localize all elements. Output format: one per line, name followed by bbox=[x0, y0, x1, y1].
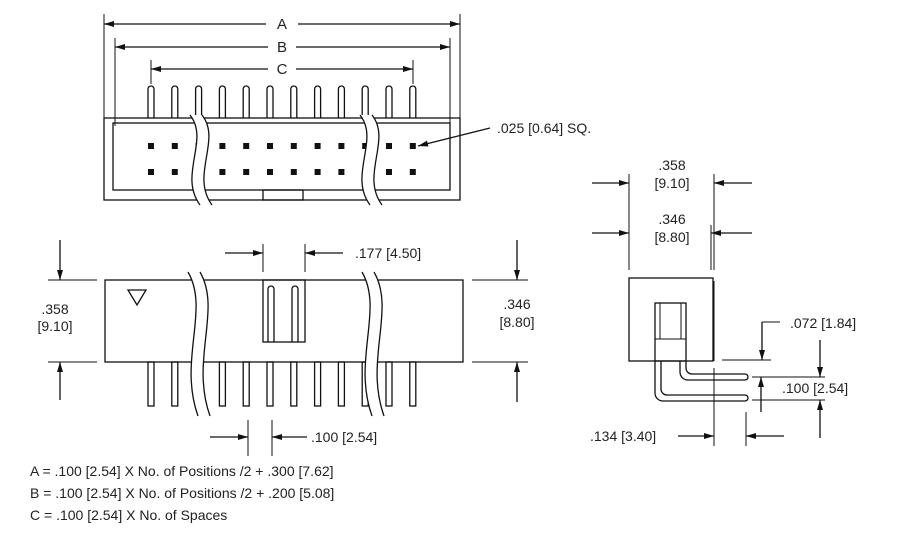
pin-offset-label: .072 [1.84] bbox=[790, 315, 856, 331]
pin bbox=[385, 85, 393, 118]
pin bbox=[194, 85, 203, 118]
pin-square bbox=[243, 169, 250, 175]
pin bbox=[147, 85, 155, 118]
pin-square bbox=[338, 169, 345, 175]
side-view: .358 [9.10] .346 [8.80] .072 [1.84] .100… bbox=[590, 157, 856, 446]
break-lines bbox=[189, 114, 383, 206]
pin-square bbox=[409, 143, 416, 149]
pin bbox=[290, 361, 298, 407]
key-window bbox=[262, 279, 306, 343]
pin-square bbox=[290, 143, 297, 149]
width-inner-in: .346 bbox=[658, 211, 685, 227]
formula-c: C = .100 [2.54] X No. of Spaces bbox=[30, 507, 228, 523]
dimension-c: C bbox=[151, 61, 413, 78]
lower-pin bbox=[654, 361, 749, 402]
pin bbox=[218, 85, 227, 118]
pin-square bbox=[243, 143, 250, 149]
dimension-b: B bbox=[115, 39, 450, 56]
pin-square bbox=[148, 143, 154, 149]
height-left-mm: [9.10] bbox=[37, 318, 72, 334]
pin bbox=[266, 361, 274, 407]
height-left-in: .358 bbox=[41, 301, 68, 317]
pin bbox=[313, 85, 322, 118]
pin bbox=[385, 361, 393, 407]
width-inner-mm: [8.80] bbox=[654, 229, 689, 245]
pin-square bbox=[148, 169, 154, 175]
pin bbox=[147, 361, 155, 407]
top-pins bbox=[147, 85, 417, 118]
pin-square bbox=[314, 169, 321, 175]
top-view: A B C .025 [0.64] SQ. bbox=[103, 14, 591, 206]
pin bbox=[337, 85, 346, 118]
pin-square bbox=[267, 143, 273, 149]
pin bbox=[290, 85, 298, 118]
key-notch bbox=[262, 189, 304, 201]
pin-square bbox=[386, 169, 392, 175]
pin bbox=[242, 85, 250, 118]
pin-square bbox=[386, 143, 392, 149]
pin-square bbox=[219, 143, 226, 149]
pin-square bbox=[219, 169, 226, 175]
front-view: .358 [9.10] .346 [8.80] .177 [4.50] .100… bbox=[37, 240, 535, 456]
formula-a: A = .100 [2.54] X No. of Positions /2 + … bbox=[30, 463, 334, 479]
pin-square bbox=[314, 143, 321, 149]
width-outer-mm: [9.10] bbox=[654, 175, 689, 191]
pin1-triangle-icon bbox=[126, 289, 148, 307]
pin bbox=[218, 361, 227, 407]
pin bbox=[361, 85, 369, 118]
pin-square bbox=[171, 169, 178, 175]
row-pitch-label: .100 [2.54] bbox=[782, 380, 848, 396]
height-right-in: .346 bbox=[503, 296, 530, 312]
pin bbox=[266, 85, 274, 118]
front-body bbox=[104, 279, 464, 363]
dimension-a: A bbox=[104, 16, 460, 33]
pin-square bbox=[290, 169, 297, 175]
top-body bbox=[103, 117, 461, 201]
width-outer-in: .358 bbox=[658, 157, 685, 173]
pin bbox=[242, 361, 250, 407]
pin bbox=[337, 361, 346, 407]
pin bbox=[409, 85, 417, 118]
pin bbox=[313, 361, 322, 407]
height-right-mm: [8.80] bbox=[499, 314, 534, 330]
pin-square bbox=[362, 143, 369, 149]
pin bbox=[171, 85, 179, 118]
pin-square bbox=[338, 143, 345, 149]
side-body bbox=[628, 277, 714, 362]
dim-c-label: C bbox=[277, 61, 288, 78]
top-body-inner bbox=[112, 122, 451, 191]
pin-square bbox=[409, 169, 416, 175]
pin-square bbox=[171, 143, 178, 149]
upper-pin bbox=[679, 361, 749, 381]
tail-length-label: .134 [3.40] bbox=[590, 428, 656, 444]
pin bbox=[171, 361, 179, 407]
pitch-label: .100 [2.54] bbox=[311, 429, 377, 445]
pin bbox=[409, 361, 417, 407]
pin-size-label: .025 [0.64] SQ. bbox=[497, 120, 591, 136]
dim-b-label: B bbox=[277, 39, 287, 56]
pin-square bbox=[267, 169, 273, 175]
front-break-lines bbox=[187, 271, 385, 417]
window-width-label: .177 [4.50] bbox=[355, 245, 421, 261]
dim-a-label: A bbox=[277, 16, 287, 33]
formula-b: B = .100 [2.54] X No. of Positions /2 + … bbox=[30, 485, 335, 501]
